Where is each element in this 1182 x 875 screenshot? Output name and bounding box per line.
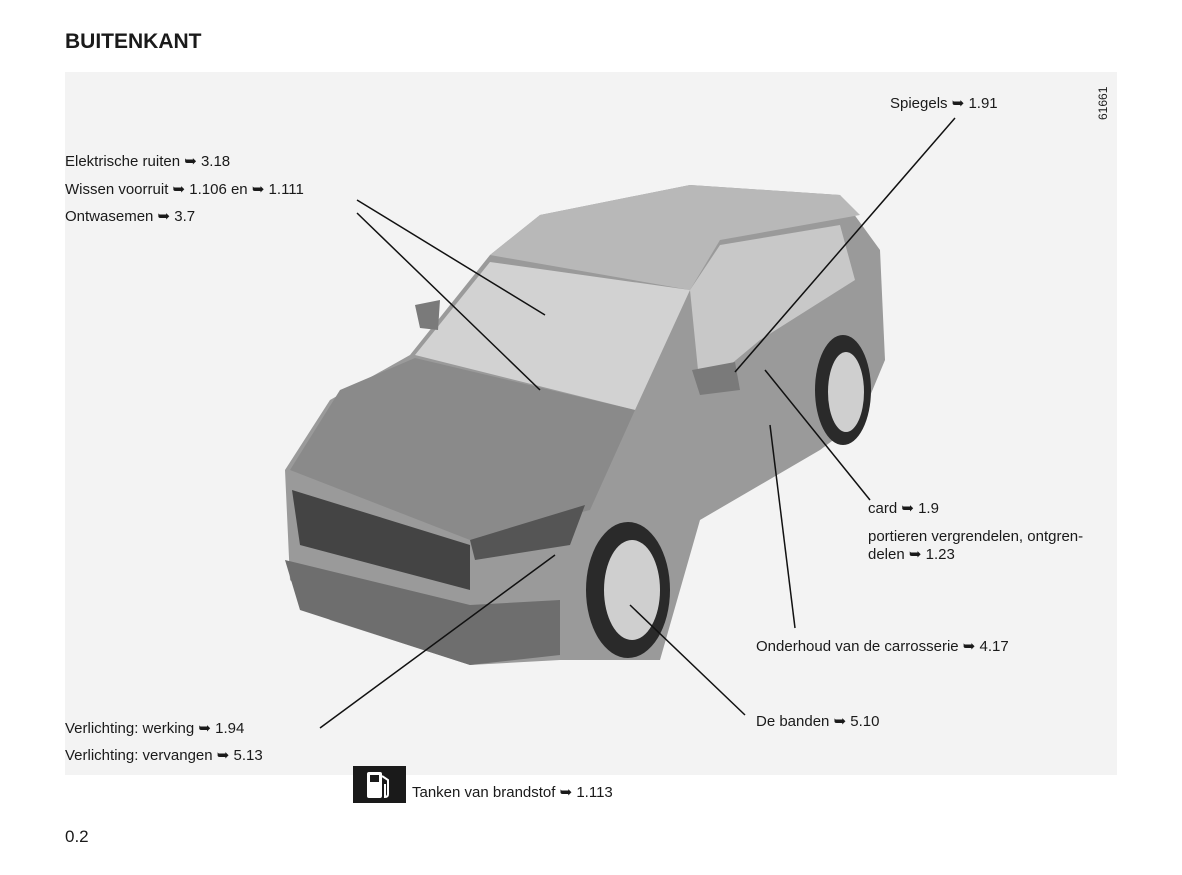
hood (290, 358, 635, 540)
label-portieren-2: delen ➥ 1.23 (868, 546, 955, 563)
label-tanken: Tanken van brandstof ➥ 1.113 (412, 784, 613, 801)
label-verlichting-werking: Verlichting: werking ➥ 1.94 (65, 720, 245, 737)
label-spiegels: Spiegels ➥ 1.91 (890, 95, 998, 112)
label-ontwasemen: Ontwasemen ➥ 3.7 (65, 208, 196, 225)
headlight (470, 505, 585, 560)
label-wissen: Wissen voorruit ➥ 1.106 en ➥ 1.111 (65, 181, 304, 198)
car-roof (490, 185, 860, 290)
windshield (415, 262, 690, 410)
label-ruiten: Elektrische ruiten ➥ 3.18 (65, 153, 231, 170)
label-portieren-1: portieren vergrendelen, ontgren- (868, 528, 1084, 545)
label-card: card ➥ 1.9 (868, 500, 939, 517)
page-title: BUITENKANT (65, 30, 202, 53)
page-number: 0.2 (65, 827, 89, 846)
label-onderhoud: Onderhoud van de carrosserie ➥ 4.17 (756, 638, 1009, 655)
side-windows (690, 225, 855, 390)
leader-lines (319, 117, 956, 729)
label-verlichting-vervangen: Verlichting: vervangen ➥ 5.13 (65, 747, 263, 764)
figure-code: 61661 (1096, 86, 1110, 120)
label-banden: De banden ➥ 5.10 (756, 713, 880, 730)
bumper (285, 560, 560, 665)
grille (292, 490, 470, 590)
mirror (692, 362, 740, 395)
fuel-pump-icon (353, 766, 406, 803)
